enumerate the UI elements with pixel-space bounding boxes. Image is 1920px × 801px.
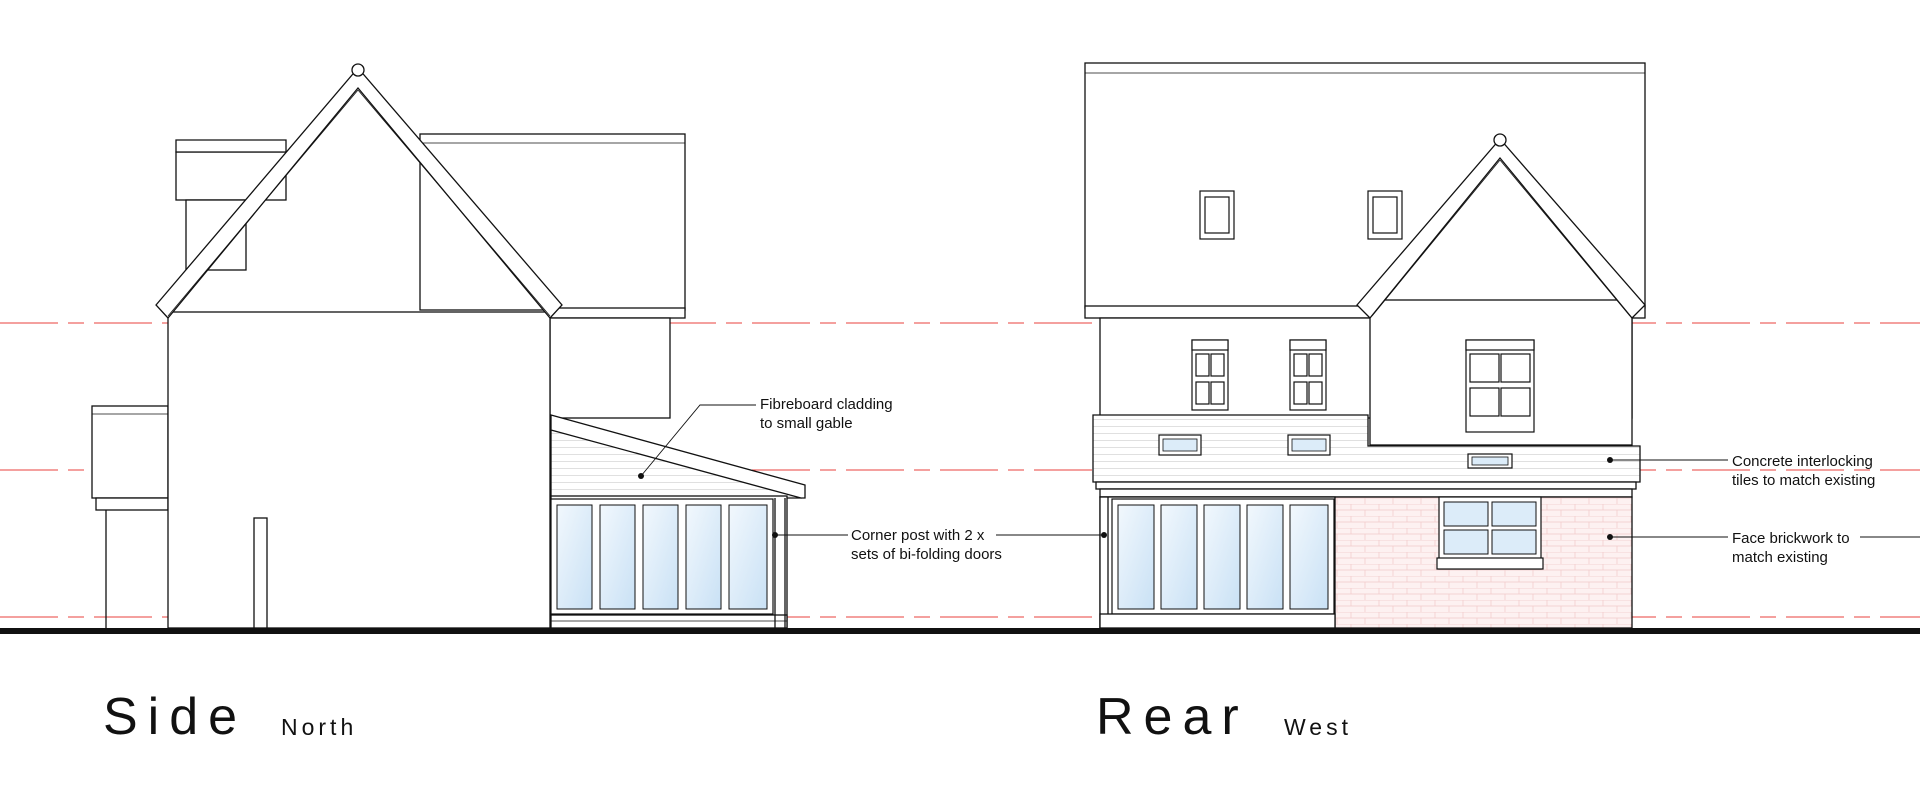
side-title-main: Side	[103, 688, 247, 746]
note-brickwork-line1: Face brickwork to	[1732, 530, 1850, 547]
note-concrete-line2: tiles to match existing	[1732, 472, 1875, 489]
note-fibreboard-line2: to small gable	[760, 415, 853, 432]
side-title: Side North	[103, 688, 357, 746]
note-concrete-line1: Concrete interlocking	[1732, 453, 1873, 470]
rear-title: Rear West	[1096, 688, 1352, 746]
side-elevation	[91, 63, 806, 629]
note-brickwork-line2: match existing	[1732, 549, 1828, 566]
side-bifold-doors	[550, 498, 774, 615]
annotation-corner-post: Corner post with 2 x sets of bi-folding …	[772, 527, 1107, 563]
rear-bifold-doors	[1099, 498, 1336, 629]
annotation-fibreboard: Fibreboard cladding to small gable	[638, 396, 893, 479]
rear-first-floor-windows	[1191, 339, 1535, 433]
note-fibreboard-line1: Fibreboard cladding	[760, 396, 893, 413]
side-title-sub: North	[281, 714, 357, 740]
rear-title-main: Rear	[1096, 688, 1249, 746]
annotation-brickwork: Face brickwork to match existing	[1607, 530, 1920, 566]
note-corner-post-line1: Corner post with 2 x	[851, 527, 985, 544]
annotation-concrete-tiles: Concrete interlocking tiles to match exi…	[1607, 453, 1875, 489]
rear-ground-window	[1436, 496, 1544, 570]
rear-elevation	[1084, 62, 1646, 629]
note-corner-post-line2: sets of bi-folding doors	[851, 546, 1002, 563]
rear-title-sub: West	[1284, 714, 1352, 740]
